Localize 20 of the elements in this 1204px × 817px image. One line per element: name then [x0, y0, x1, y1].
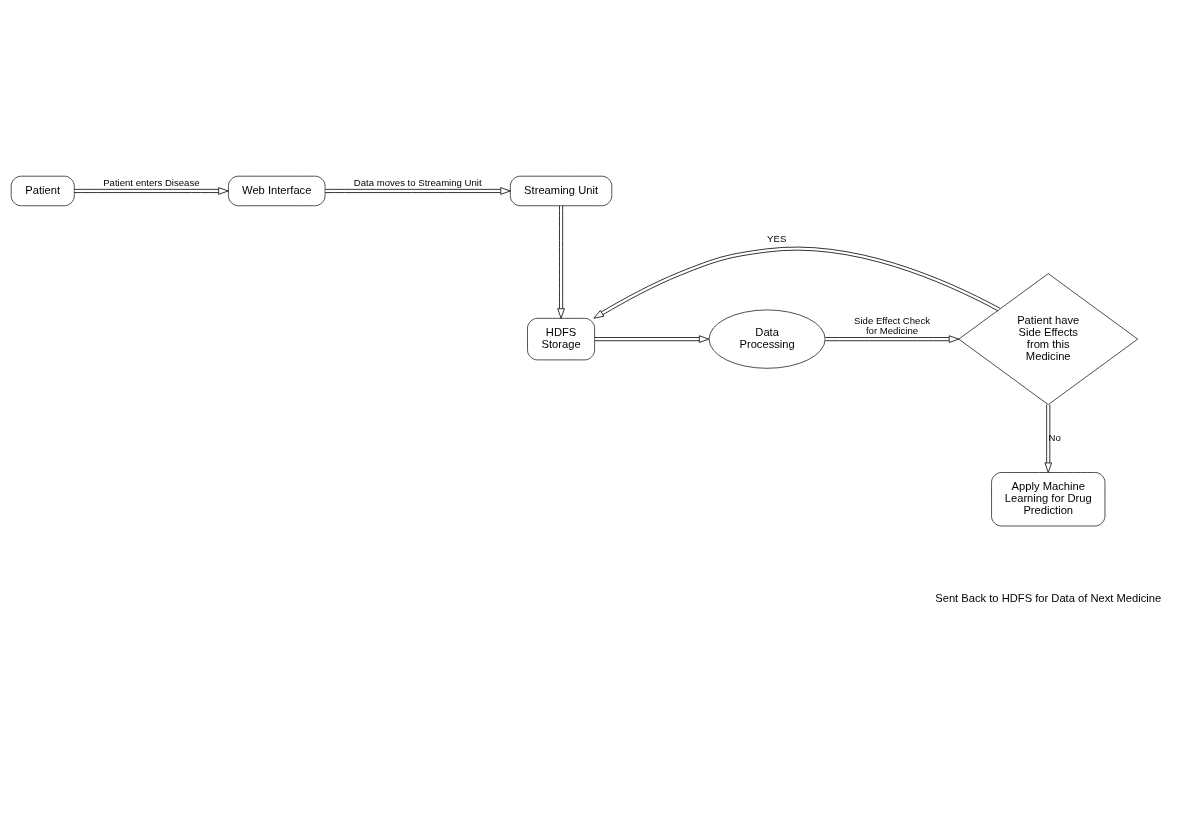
node-box: Streaming Unit [509, 175, 613, 206]
node-ellipse: Data Processing [708, 309, 826, 369]
arrow [73, 186, 229, 195]
arrow [594, 334, 710, 343]
node-box: Web Interface [228, 175, 326, 206]
arrow [824, 334, 960, 343]
node-box: Apply Machine Learning for Drug Prediction [991, 471, 1106, 526]
arrow [324, 186, 511, 195]
arrow [557, 204, 565, 319]
edge-label: No [1048, 431, 1061, 443]
label: Sent Back to HDFS for Data of Next Medicine [935, 591, 1162, 604]
edge-label: Side Effect Check for Medicine [854, 314, 931, 336]
edge-label: YES [767, 232, 787, 244]
arrow [1044, 403, 1052, 473]
arrow [593, 246, 1001, 319]
node-diamond: Patient have Side Effects from this Medicine [958, 272, 1139, 405]
node-box: HDFS Storage [527, 317, 595, 360]
node-box: Patient [10, 175, 75, 206]
edge-label: Data moves to Streaming Unit [353, 176, 482, 188]
edge-label: Patient enters Disease [103, 176, 200, 188]
